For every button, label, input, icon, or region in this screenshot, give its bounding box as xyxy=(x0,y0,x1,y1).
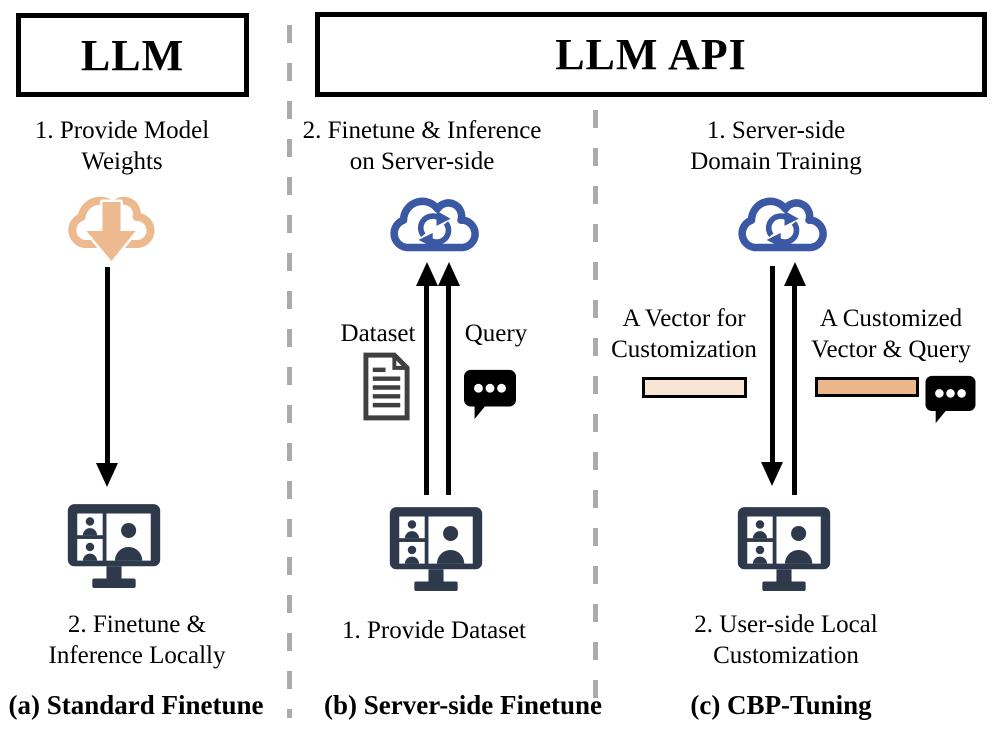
panel-c-up-arrowhead-icon xyxy=(784,262,806,286)
llm-header-box: LLM xyxy=(16,13,249,97)
video-call-monitor-icon xyxy=(67,504,161,588)
video-call-monitor-icon xyxy=(737,507,831,591)
sync-arrows-icon xyxy=(765,210,800,248)
dashed-divider-left xyxy=(287,25,292,718)
cloud-sync-icon xyxy=(738,197,827,252)
panel-a-caption: (a) Standard Finetune xyxy=(8,690,264,720)
cloud-download-icon xyxy=(68,196,155,264)
panel-c-vector-down-label: A Vector for Customization xyxy=(611,305,757,363)
panel-c-vector-up-label: A Customized Vector & Query xyxy=(811,305,971,363)
panel-c-step1-label: 1. Server-side Domain Training xyxy=(690,117,862,175)
sync-arrows-icon xyxy=(417,210,452,248)
vector-bar-dark xyxy=(815,377,919,397)
vector-bar-light xyxy=(642,377,747,398)
panel-b-dataset-label: Dataset xyxy=(340,320,416,347)
panel-c-down-arrowhead-icon xyxy=(761,462,783,486)
panel-b-up-arrowhead-2-icon xyxy=(438,262,460,286)
panel-a-down-arrowhead-icon xyxy=(96,463,118,487)
cloud-sync-icon xyxy=(390,197,479,252)
document-icon xyxy=(363,352,410,421)
chat-bubble-icon xyxy=(464,369,516,420)
panel-b-up-arrow-2 xyxy=(446,285,451,495)
panel-b-step1-label: 1. Provide Dataset xyxy=(342,617,526,644)
panel-c-down-arrow xyxy=(770,266,775,463)
panel-a-down-arrow xyxy=(105,267,110,464)
llm-api-header-label: LLM API xyxy=(555,30,747,79)
panel-b-query-label: Query xyxy=(464,320,528,347)
chat-bubble-icon xyxy=(925,375,976,424)
panel-b-step2-label: 2. Finetune & Inference on Server-side xyxy=(302,117,542,175)
panel-b-up-arrow-1 xyxy=(424,285,429,495)
panel-b-up-arrowhead-1-icon xyxy=(416,262,438,286)
panel-c-caption: (c) CBP-Tuning xyxy=(690,690,872,720)
panel-c-step2-label: 2. User-side Local Customization xyxy=(694,611,878,669)
panel-a-step1-label: 1. Provide Model Weights xyxy=(34,117,210,175)
panel-a-step2-label: 2. Finetune & Inference Locally xyxy=(48,611,226,669)
llm-header-label: LLM xyxy=(80,30,185,80)
dashed-divider-right xyxy=(593,110,598,718)
video-call-monitor-icon xyxy=(389,507,483,591)
llm-api-header-box: LLM API xyxy=(315,12,987,97)
panel-c-up-arrow xyxy=(792,285,797,495)
panel-b-caption: (b) Server-side Finetune xyxy=(324,690,602,720)
